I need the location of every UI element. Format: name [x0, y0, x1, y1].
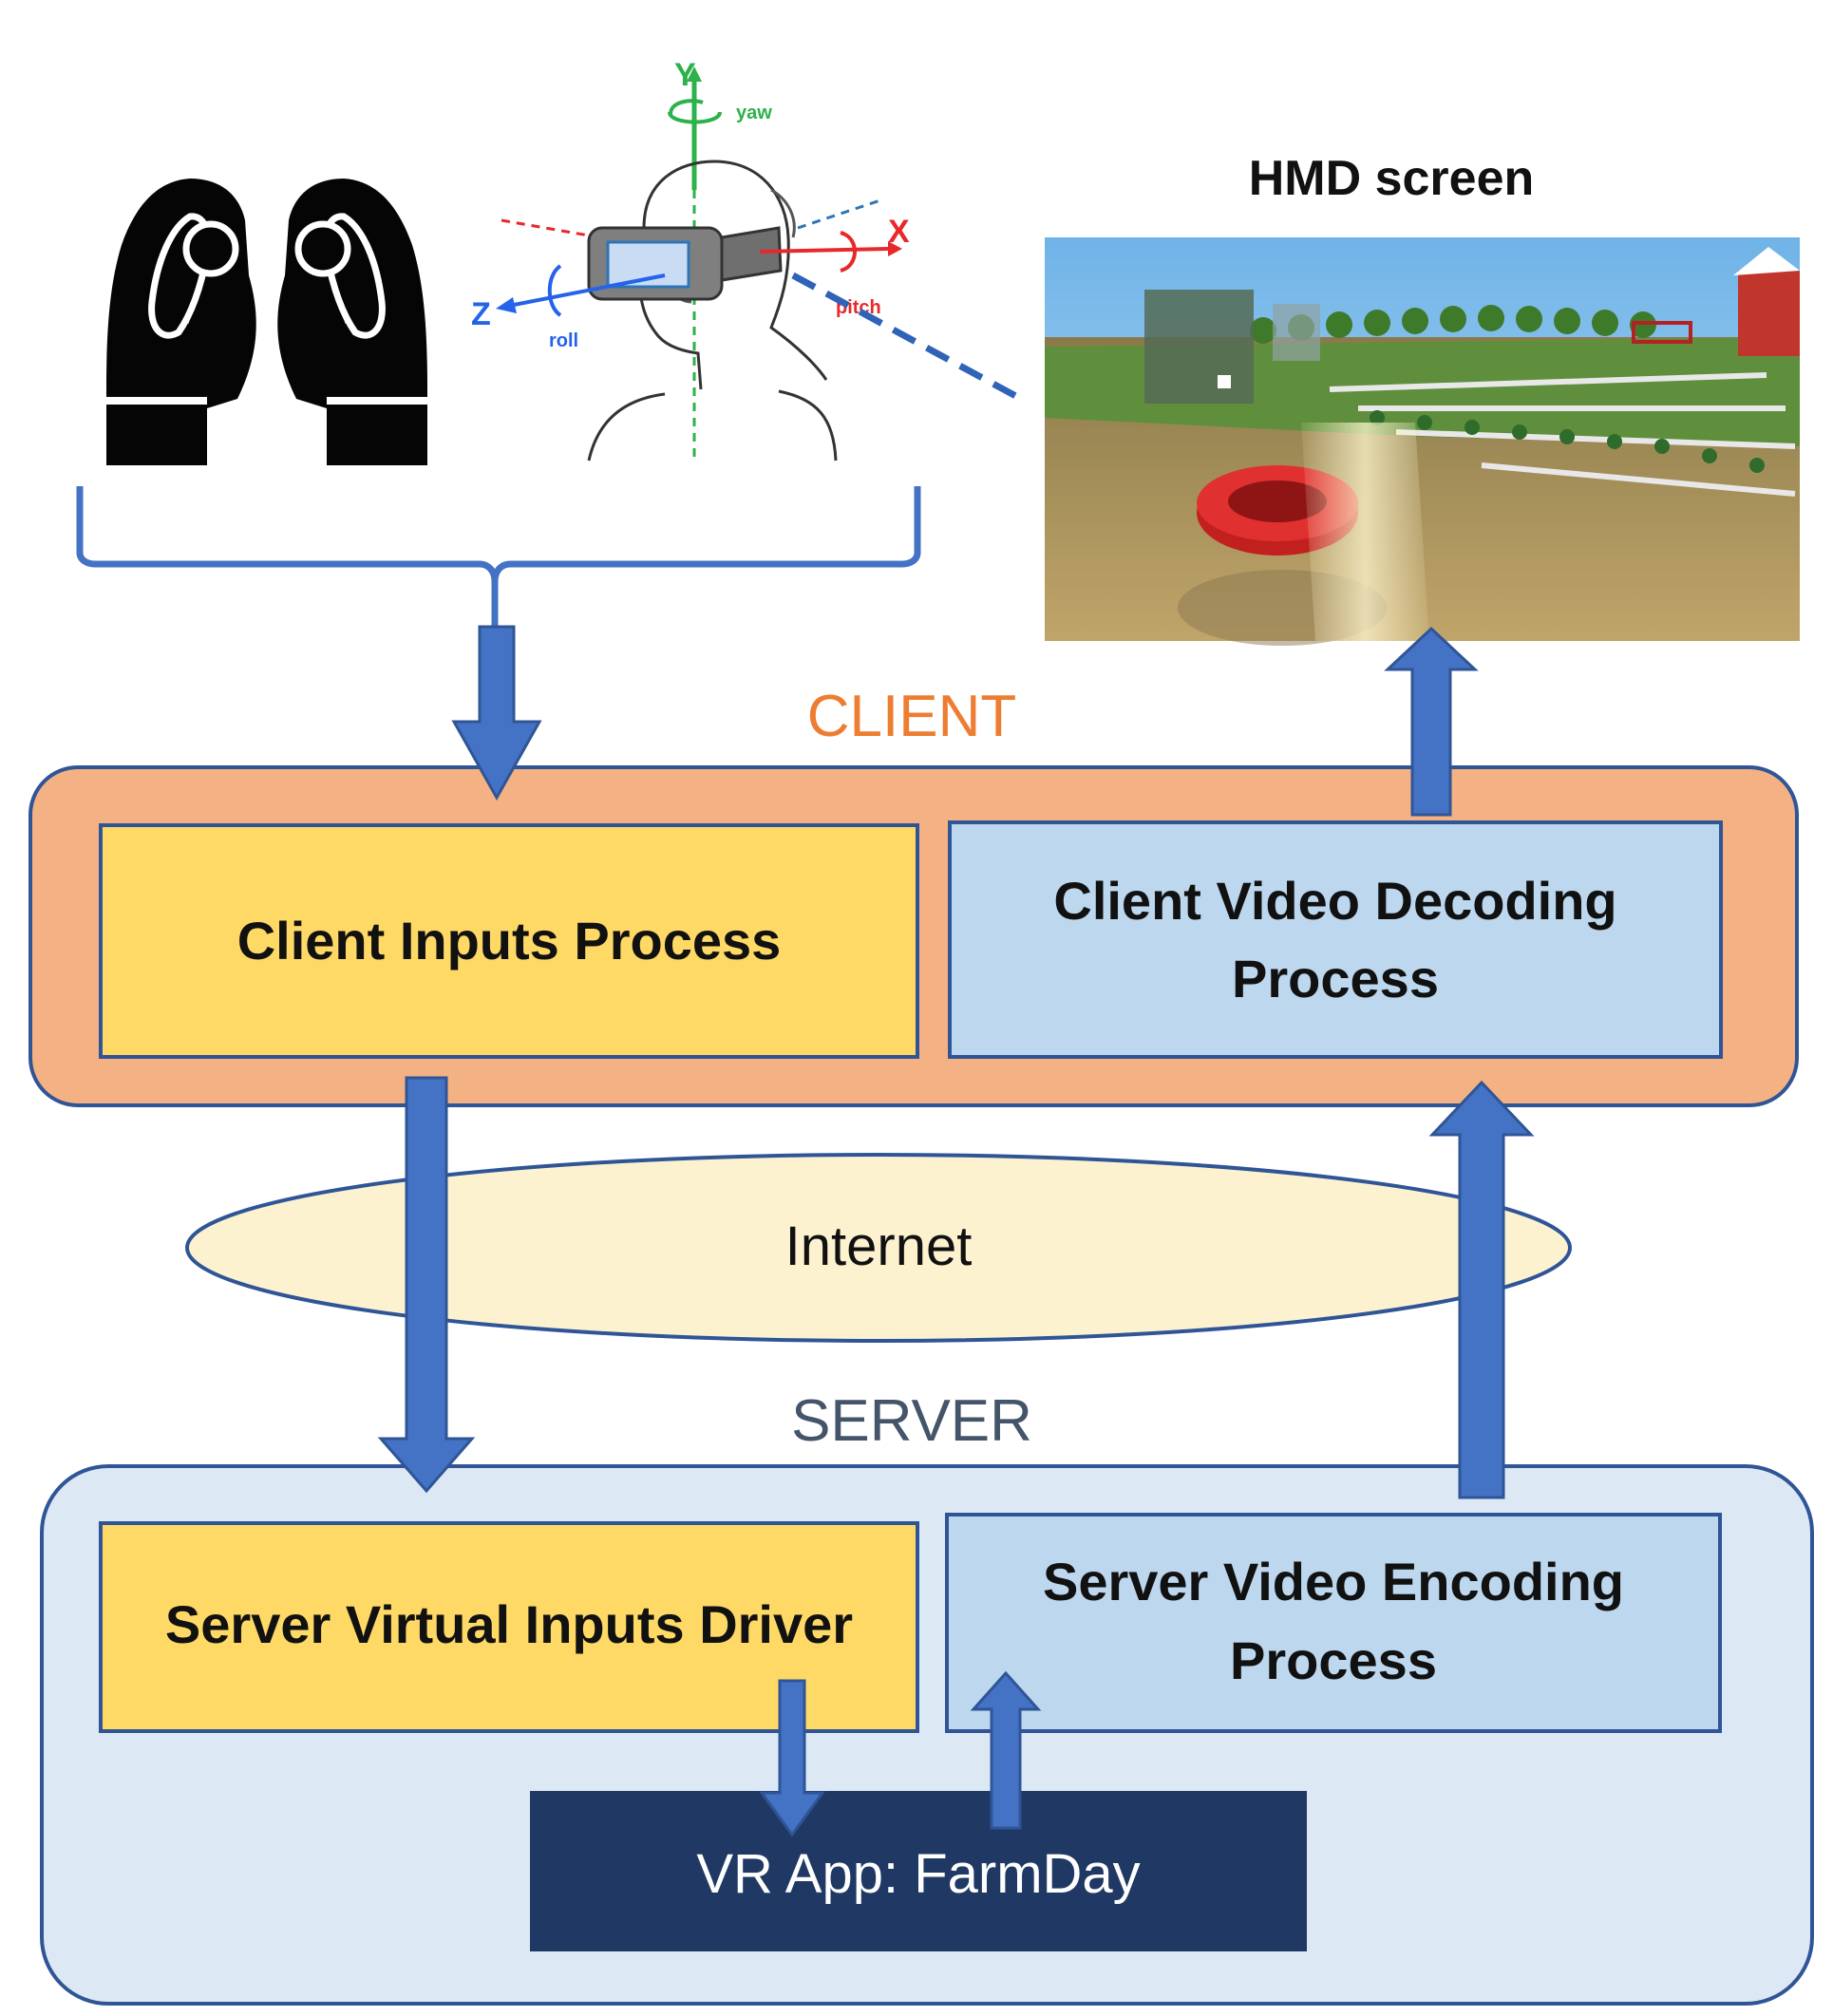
- client-inputs-process-label: Client Inputs Process: [237, 911, 782, 970]
- server-video-encoding-line1: Server Video Encoding: [1043, 1552, 1624, 1611]
- arrow-vrapp-to-encoding: [970, 1670, 1042, 1830]
- arrow-decoding-to-hmd: [1384, 626, 1479, 817]
- client-title: CLIENT: [807, 684, 1016, 749]
- hmd-screen-title: HMD screen: [1249, 151, 1535, 206]
- internet-ellipse: [185, 1153, 1572, 1343]
- hand-controllers-icon: [106, 179, 427, 465]
- z-axis-label: Z: [471, 296, 491, 332]
- arrow-client-to-server: [377, 1076, 476, 1494]
- vr-app-box: [530, 1791, 1307, 1951]
- server-title: SERVER: [791, 1388, 1032, 1454]
- client-inputs-process-box: [99, 823, 919, 1059]
- view-dashed-line: [791, 272, 1023, 403]
- client-video-decoding-line1: Client Video Decoding: [1053, 871, 1616, 931]
- server-video-encoding-box: [945, 1513, 1722, 1733]
- hmd-screen-image: [1045, 237, 1800, 646]
- server-video-encoding-line2: Process: [1230, 1630, 1437, 1690]
- server-virtual-inputs-label: Server Virtual Inputs Driver: [165, 1594, 853, 1654]
- y-axis-label: Y: [674, 57, 696, 93]
- input-bracket: [76, 486, 921, 627]
- arrow-inputs-to-client: [451, 625, 542, 801]
- vr-app-label: VR App: FarmDay: [696, 1843, 1140, 1905]
- client-video-decoding-box: [948, 820, 1723, 1059]
- arrow-driver-to-vrapp: [759, 1679, 825, 1837]
- client-video-decoding-line2: Process: [1232, 949, 1439, 1008]
- x-axis-label: X: [888, 214, 910, 250]
- arrow-server-to-client: [1428, 1080, 1535, 1499]
- vr-headset-head-icon: [496, 66, 902, 462]
- roll-label: roll: [549, 330, 578, 351]
- internet-label: Internet: [785, 1215, 973, 1277]
- yaw-label: yaw: [736, 103, 772, 123]
